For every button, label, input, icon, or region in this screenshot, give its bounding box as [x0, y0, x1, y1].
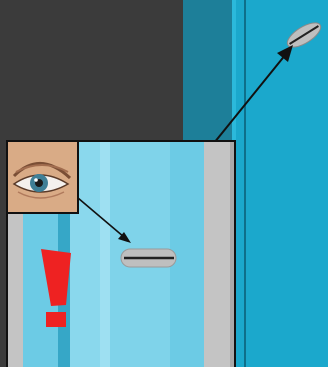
eye-icon: [6, 140, 79, 214]
exclamation-icon: [41, 249, 71, 327]
scratch-mark-icon-zoomed: [120, 248, 177, 268]
teal-panel-edge-line: [244, 0, 246, 367]
sight-arrow-icon: [77, 197, 131, 243]
arrow-icon: [213, 45, 293, 144]
scratch-mark-icon: [286, 22, 322, 48]
